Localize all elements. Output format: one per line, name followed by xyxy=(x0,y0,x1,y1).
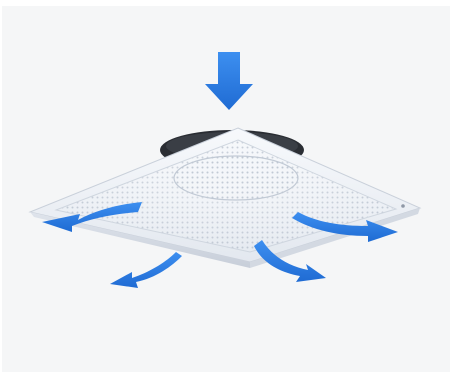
intake-arrow-icon xyxy=(205,52,253,110)
diffuser-panel xyxy=(30,128,420,268)
outflow-arrow-front-left-icon xyxy=(110,252,182,288)
